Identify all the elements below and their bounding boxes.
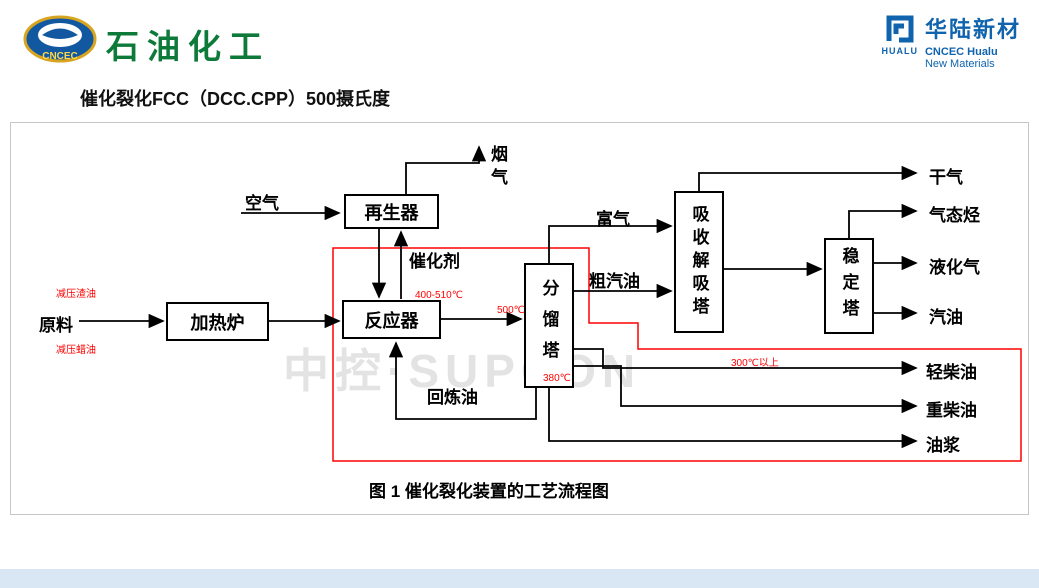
flue-gas-line <box>405 145 487 194</box>
vacuum-residue-annotation: 减压渣油 <box>56 289 96 300</box>
lpg-label: 液化气 <box>929 258 980 277</box>
gasoline-label: 汽油 <box>929 308 963 327</box>
hualu-logo-icon <box>886 15 914 43</box>
hualu-subtitle-en2: New Materials <box>924 58 995 70</box>
figure-caption: 图 1 催化裂化装置的工艺流程图 <box>369 482 609 501</box>
recycle-oil-label: 回炼油 <box>427 388 478 407</box>
air-label: 空气 <box>245 194 279 213</box>
furnace-box: 加热炉 <box>166 302 269 341</box>
absorber-desorber-tower-box: 吸收解吸塔 <box>674 191 724 333</box>
regenerator-box: 再生器 <box>344 194 439 229</box>
flue-gas-label: 烟气 <box>488 145 507 191</box>
brand-title: 石油化工 <box>106 30 270 66</box>
watermark: 中控·SUPCON <box>283 345 642 397</box>
rich-gas-label: 富气 <box>596 210 630 229</box>
reactor-box: 反应器 <box>342 300 441 339</box>
heavy-diesel-line <box>574 365 918 414</box>
reactor-temp-annotation: 400-510℃ <box>415 290 463 301</box>
flow-lines-layer <box>79 145 1022 462</box>
page-title: 催化裂化FCC（DCC.CPP）500摄氏度 <box>80 89 391 109</box>
light-diesel-label: 轻柴油 <box>926 363 977 382</box>
gaseous-hc-label: 气态烃 <box>929 206 980 225</box>
gaseous-hc-line <box>848 203 918 238</box>
rich-gas-line <box>548 218 673 263</box>
vacuum-wax-annotation: 减压蜡油 <box>56 345 96 356</box>
temp-380-annotation: 380℃ <box>543 373 571 384</box>
oil-slurry-label: 油浆 <box>926 436 960 455</box>
light-diesel-line <box>574 348 918 376</box>
dry-gas-line <box>698 165 918 191</box>
temp-300-annotation: 300℃以上 <box>731 358 779 369</box>
oil-slurry-line <box>548 388 918 449</box>
hualu-icon-label: HUALU <box>881 46 918 56</box>
cncec-logo-text: CNCEC <box>42 51 78 62</box>
hualu-subtitle-en1: CNCEC Hualu <box>924 46 998 58</box>
stabilizer-tower-box: 稳定塔 <box>824 238 874 334</box>
temp-500-annotation: 500℃ <box>497 305 525 316</box>
recycle-oil-line <box>388 341 537 420</box>
hualu-logo-block: HUALU 华陆新材 CNCEC Hualu New Materials <box>881 12 1021 70</box>
hualu-name: 华陆新材 <box>924 17 1021 42</box>
crude-gasoline-label: 粗汽油 <box>589 272 640 291</box>
dry-gas-label: 干气 <box>929 168 963 187</box>
cncec-logo-icon: CNCEC <box>23 15 97 63</box>
fractionator-tower-box: 分馏塔 <box>524 263 574 388</box>
heavy-diesel-label: 重柴油 <box>926 401 977 420</box>
red-highlight-outline <box>332 247 1022 462</box>
footer-strip <box>0 569 1039 588</box>
catalyst-label: 催化剂 <box>409 252 460 271</box>
feed-label: 原料 <box>39 316 73 335</box>
process-flow-diagram: 中控·SUPCON <box>10 122 1029 515</box>
